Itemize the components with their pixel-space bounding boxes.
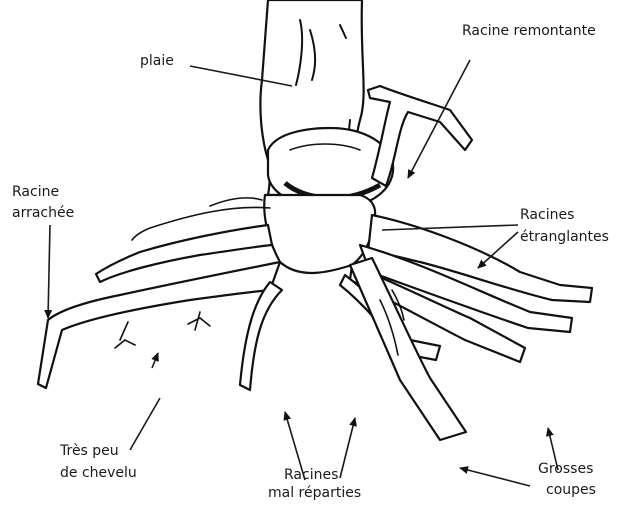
label-racines-etranglantes-line1: Racines (520, 206, 574, 225)
label-racines-etranglantes-line2: étranglantes (520, 228, 609, 247)
label-tres-peu-line2: de chevelu (60, 464, 137, 483)
label-racine-arrachee-line1: Racine (12, 183, 59, 202)
label-racines-mal-line1: Racines (284, 466, 338, 485)
chevelu-line (130, 398, 160, 450)
label-grosses-line1: Grosses (538, 460, 593, 479)
label-racine-arrachee-line2: arrachée (12, 204, 74, 223)
label-tres-peu-line1: Très peu (60, 442, 119, 461)
label-racines-mal-line2: mal réparties (268, 484, 361, 503)
ascending-root (368, 86, 472, 186)
chevelu-arrow (152, 353, 158, 368)
grosses-arrow-2 (460, 468, 530, 486)
label-plaie: plaie (140, 52, 174, 71)
racine-arrachee-pointer (48, 225, 50, 318)
label-racine-remontante: Racine remontante (462, 22, 596, 41)
label-grosses-line2: coupes (546, 481, 596, 500)
left-roots (38, 198, 282, 390)
right-roots (340, 215, 592, 440)
mal-reparties-arrow-2 (340, 418, 355, 478)
racine-remontante-pointer (408, 60, 470, 178)
